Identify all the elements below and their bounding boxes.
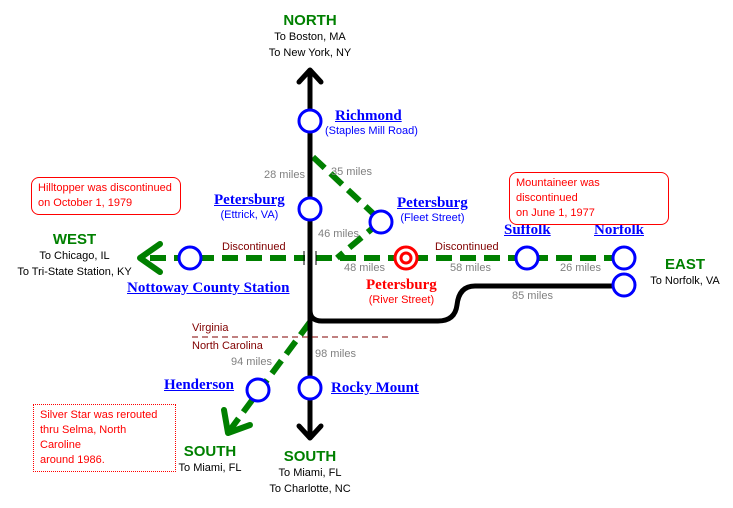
west-dest-1: To Chicago, IL [39, 250, 110, 262]
note-silver-star: Silver Star was rerouted thru Selma, Nor… [33, 404, 176, 472]
station-rocky-mount-link[interactable]: Rocky Mount [331, 380, 419, 396]
south-black-label: SOUTH [283, 448, 337, 465]
station-petersburg-river-name: Petersburg [366, 277, 437, 293]
station-norfolk-link[interactable]: Norfolk [594, 222, 644, 238]
south-black-dest-1: To Miami, FL [278, 467, 342, 479]
station-henderson-link[interactable]: Henderson [164, 377, 235, 393]
station-henderson-marker[interactable] [245, 377, 271, 403]
station-richmond-link[interactable]: Richmond [335, 108, 402, 124]
note-mountaineer-line-2: on June 1, 1977 [516, 207, 595, 219]
station-nottoway-marker[interactable] [177, 245, 203, 271]
note-mountaineer-line-1: Mountaineer was discontinued [516, 177, 600, 204]
distance-58: 58 miles [450, 262, 491, 274]
route-norfolk-black [307, 283, 622, 324]
note-silver-star-line-2: thru Selma, North Caroline [40, 424, 127, 451]
station-richmond: Richmond (Staples Mill Road) [325, 108, 418, 137]
south-green-label-block: SOUTH To Miami, FL [170, 443, 250, 476]
west-label-block: WEST To Chicago, IL To Tri-State Station… [12, 231, 137, 280]
south-black-dest-2: To Charlotte, NC [269, 483, 351, 495]
distance-26: 26 miles [560, 262, 601, 274]
station-petersburg-fleet-marker[interactable] [368, 209, 394, 235]
west-dest-2: To Tri-State Station, KY [17, 266, 132, 278]
station-petersburg-ettrick-marker[interactable] [297, 196, 323, 222]
station-petersburg-river-marker[interactable] [393, 245, 419, 271]
station-suffolk-marker[interactable] [514, 245, 540, 271]
east-label: EAST [664, 256, 705, 273]
east-label-block: EAST To Norfolk, VA [640, 256, 730, 289]
south-black-label-block: SOUTH To Miami, FL To Charlotte, NC [260, 448, 360, 497]
note-hilltopper-line-1: Hilltopper was discontinued [38, 182, 172, 194]
station-petersburg-fleet-sub: (Fleet Street) [400, 212, 465, 224]
station-suffolk-link[interactable]: Suffolk [504, 222, 551, 238]
distance-98: 98 miles [315, 348, 356, 360]
station-richmond-marker[interactable] [297, 108, 323, 134]
note-hilltopper-line-2: on October 1, 1979 [38, 197, 133, 209]
station-petersburg-ettrick-sub: (Ettrick, VA) [220, 209, 279, 221]
west-arrowhead [137, 241, 163, 275]
north-arrowhead [296, 67, 324, 85]
station-petersburg-river: Petersburg (River Street) [366, 277, 437, 306]
south-green-dest-1: To Miami, FL [178, 462, 242, 474]
station-petersburg-ettrick: Petersburg (Ettrick, VA) [214, 192, 285, 221]
note-silver-star-line-3: around 1986. [40, 454, 105, 466]
route-fleet-north [310, 154, 383, 223]
distance-94: 94 miles [231, 356, 272, 368]
east-dest-1: To Norfolk, VA [650, 275, 720, 287]
station-richmond-sub: (Staples Mill Road) [325, 125, 418, 137]
north-label-block: NORTH To Boston, MA To New York, NY [250, 12, 370, 61]
station-norfolk-marker[interactable] [611, 245, 637, 271]
distance-46: 46 miles [318, 228, 359, 240]
station-petersburg-fleet: Petersburg (Fleet Street) [397, 195, 468, 224]
station-nottoway-link[interactable]: Nottoway County Station [127, 280, 290, 296]
state-north-carolina-label: North Carolina [192, 340, 263, 352]
distance-35: 35 miles [331, 166, 372, 178]
north-label: NORTH [283, 12, 337, 29]
station-petersburg-river-sub: (River Street) [368, 294, 435, 306]
south-black-arrowhead [296, 423, 324, 441]
distance-85: 85 miles [512, 290, 553, 302]
station-rocky-mount-marker[interactable] [297, 375, 323, 401]
station-petersburg-fleet-link[interactable]: Petersburg [397, 195, 468, 211]
state-virginia-label: Virginia [192, 322, 229, 334]
distance-48: 48 miles [344, 262, 385, 274]
station-norfolk-black-marker[interactable] [611, 272, 637, 298]
station-petersburg-ettrick-link[interactable]: Petersburg [214, 192, 285, 208]
route-henderson [227, 320, 313, 432]
north-dest-1: To Boston, MA [274, 31, 346, 43]
south-green-arrowhead [221, 407, 253, 436]
distance-28: 28 miles [264, 169, 305, 181]
note-mountaineer: Mountaineer was discontinued on June 1, … [509, 172, 669, 225]
note-hilltopper: Hilltopper was discontinued on October 1… [31, 177, 181, 215]
west-discontinued-label: Discontinued [222, 241, 286, 253]
note-silver-star-line-1: Silver Star was rerouted [40, 409, 158, 421]
north-dest-2: To New York, NY [268, 47, 352, 59]
south-green-label: SOUTH [183, 443, 237, 460]
east-discontinued-label: Discontinued [435, 241, 499, 253]
west-label: WEST [52, 231, 97, 248]
